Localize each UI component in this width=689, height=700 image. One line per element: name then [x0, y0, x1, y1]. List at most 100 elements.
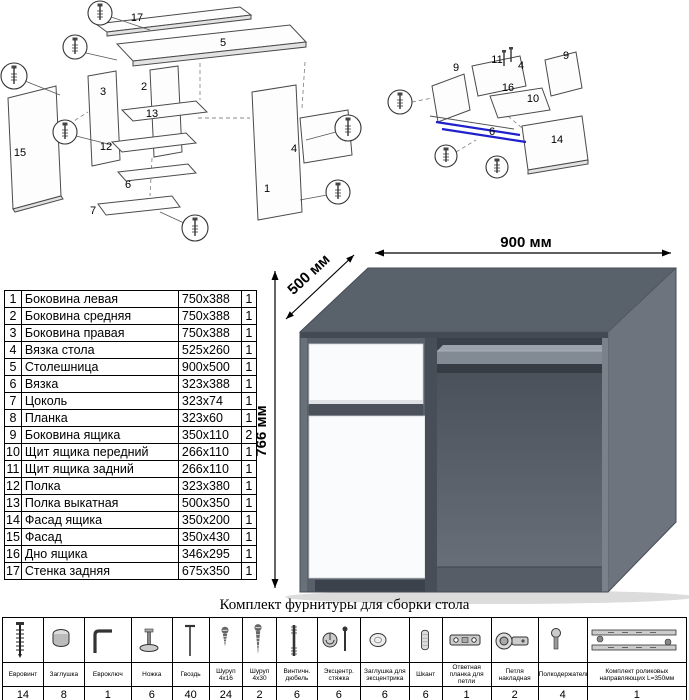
hardware-qty: 6 — [359, 686, 410, 700]
hardware-kit-title: Комплект фурнитуры для сборки стола — [219, 597, 470, 613]
cap-icon — [52, 629, 70, 647]
hardware-icon-cell — [130, 617, 173, 663]
hardware-label: Шуруп 4x16 — [208, 662, 244, 687]
screw-detail-icon — [387, 89, 413, 115]
hardware-label: Винтичн. дюбель — [275, 662, 318, 687]
part-num: 9 — [4, 426, 22, 444]
guide-line — [149, 157, 153, 197]
hardware-kit-section: Комплект фурнитуры для сборки стола — [2, 597, 688, 700]
hinge-icon — [495, 632, 529, 650]
screw-detail-icon — [87, 0, 151, 31]
hardware-kit-table: Евровинт Заглушка Евроключ Ножка Гвоздь … — [2, 617, 688, 700]
hardware-qty: 2 — [490, 686, 539, 700]
part-num: 11 — [4, 460, 22, 478]
screw-detail-icon — [305, 114, 362, 142]
hardware-icon-cell — [275, 617, 318, 663]
part-callout: 6 — [125, 179, 131, 191]
fastener-detail-callouts — [0, 0, 362, 242]
part-callout: 4 — [518, 60, 524, 72]
part-callout: 1 — [264, 183, 270, 195]
part-right-side — [251, 84, 303, 221]
part-callout: 4 — [291, 143, 297, 155]
guide-line — [507, 115, 523, 129]
hardware-label: Петля накладная — [490, 662, 539, 687]
part-size: 350x430 — [177, 528, 242, 546]
part-size: 323x388 — [177, 375, 242, 393]
keyboard-tray-front — [437, 351, 602, 364]
part-name: Щит ящика задний — [20, 460, 179, 478]
part-callout: 11 — [491, 54, 502, 66]
hardware-qty: 14 — [2, 686, 44, 700]
part-size: 750x388 — [177, 307, 242, 325]
drawer-side-left — [431, 73, 471, 123]
hardware-qty: 24 — [208, 686, 244, 700]
plinth — [315, 580, 425, 592]
hardware-qty: 8 — [42, 686, 85, 700]
screw-detail-icon — [52, 119, 113, 146]
hardware-label: Шуруп 4x30 — [242, 662, 277, 687]
cam-cap-icon — [369, 633, 387, 647]
part-num: 3 — [4, 324, 22, 342]
hinge-plate-icon — [449, 634, 481, 646]
screw-detail-icon — [434, 144, 458, 168]
middle-partition — [425, 338, 437, 592]
part-size: 266x110 — [177, 443, 242, 461]
hardware-icon-cell — [42, 617, 85, 663]
hardware-label: Заглушка — [42, 662, 85, 687]
part-size: 346x295 — [177, 545, 242, 563]
part-num: 16 — [4, 545, 22, 563]
part-name: Фасад ящика — [20, 511, 179, 529]
hardware-label: Ножка — [130, 662, 173, 687]
screw-short-icon — [220, 626, 229, 647]
part-callout: 9 — [453, 62, 459, 74]
part-name: Планка — [20, 409, 179, 427]
part-size: 900x500 — [177, 358, 242, 376]
drawer-bottom — [489, 87, 551, 119]
part-num: 17 — [4, 562, 22, 580]
hardware-qty: 6 — [316, 686, 361, 700]
part-qty: 1 — [240, 545, 257, 563]
confirmat-screw-icon — [16, 622, 24, 658]
exploded-view-desk: 17 5 2 3 13 12 6 7 15 1 4 — [0, 0, 362, 242]
screw-detail-icon — [159, 211, 209, 242]
part-num: 7 — [4, 392, 22, 410]
drawer-front — [308, 343, 424, 405]
left-side-edge — [300, 338, 307, 592]
part-name: Цоколь — [20, 392, 179, 410]
part-size: 323x380 — [177, 477, 242, 495]
hardware-icon-cell — [2, 617, 44, 663]
hardware-label: Эксцентр. стяжка — [316, 662, 361, 687]
hardware-icon-cell — [359, 617, 410, 663]
hardware-qty: 6 — [408, 686, 443, 700]
screw-detail-icon — [485, 155, 509, 179]
hardware-icon-row — [2, 617, 688, 663]
hardware-label: Заглушка для эксцентрика — [359, 662, 410, 687]
hardware-icon-cell — [242, 617, 277, 663]
part-num: 8 — [4, 409, 22, 427]
screw-detail-icon — [62, 34, 118, 61]
hardware-qty-row: 14 8 1 6 40 24 2 6 6 6 6 1 2 4 1 — [2, 686, 688, 700]
exploded-view-drawer: 9 11 9 10 16 6 14 4 — [387, 47, 589, 179]
part-num: 6 — [4, 375, 22, 393]
part-callout: 17 — [131, 12, 143, 24]
hardware-label: Гвоздь — [171, 662, 210, 687]
hardware-qty: 6 — [275, 686, 318, 700]
hardware-icon-cell — [537, 617, 588, 663]
guide-line — [455, 139, 477, 153]
part-num: 12 — [4, 477, 22, 495]
part-callout: 10 — [527, 93, 539, 105]
tabletop-edge — [300, 332, 608, 338]
hardware-qty: 4 — [537, 686, 588, 700]
drawer-side-right — [544, 51, 583, 97]
part-brace — [116, 163, 198, 182]
